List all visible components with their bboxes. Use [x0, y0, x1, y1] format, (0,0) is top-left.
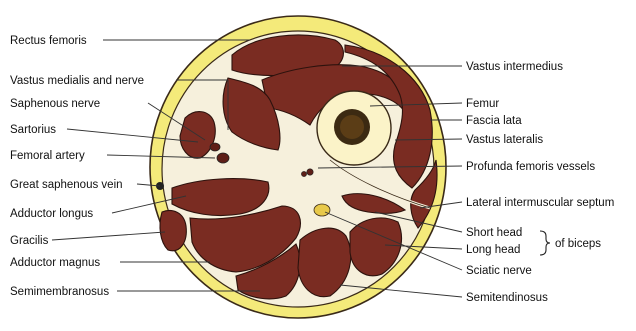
- label-profunda-femoris-vessels: Profunda femoris vessels: [466, 161, 595, 173]
- label-long-head: Long head: [466, 244, 520, 256]
- label-adductor-magnus: Adductor magnus: [10, 257, 100, 269]
- label-short-head: Short head: [466, 227, 522, 239]
- label-adductor-longus: Adductor longus: [10, 208, 93, 220]
- label-fascia-lata: Fascia lata: [466, 115, 522, 127]
- label-rectus-femoris: Rectus femoris: [10, 35, 87, 47]
- label-great-saphenous-vein: Great saphenous vein: [10, 179, 123, 191]
- label-of-biceps: of biceps: [555, 238, 601, 250]
- femoral-artery-vessel: [217, 153, 229, 163]
- sciatic-nerve-shape: [314, 204, 330, 216]
- label-vastus-medialis-and-nerve: Vastus medialis and nerve: [10, 75, 144, 87]
- label-semimembranosus: Semimembranosus: [10, 286, 109, 298]
- label-semitendinosus: Semitendinosus: [466, 292, 548, 304]
- profunda-vessels: [307, 169, 313, 175]
- label-sciatic-nerve: Sciatic nerve: [466, 265, 532, 277]
- label-femoral-artery: Femoral artery: [10, 150, 85, 162]
- femoral-vein-vessel: [210, 143, 220, 151]
- label-sartorius: Sartorius: [10, 124, 56, 136]
- biceps-brace: [540, 231, 550, 255]
- label-vastus-lateralis: Vastus lateralis: [466, 134, 543, 146]
- label-saphenous-nerve: Saphenous nerve: [10, 98, 100, 110]
- label-vastus-intermedius: Vastus intermedius: [466, 61, 563, 73]
- gracilis-muscle: [160, 211, 186, 251]
- label-femur: Femur: [466, 98, 499, 110]
- label-lateral-intermuscular-septum: Lateral intermuscular septum: [466, 197, 614, 209]
- label-gracilis: Gracilis: [10, 235, 49, 247]
